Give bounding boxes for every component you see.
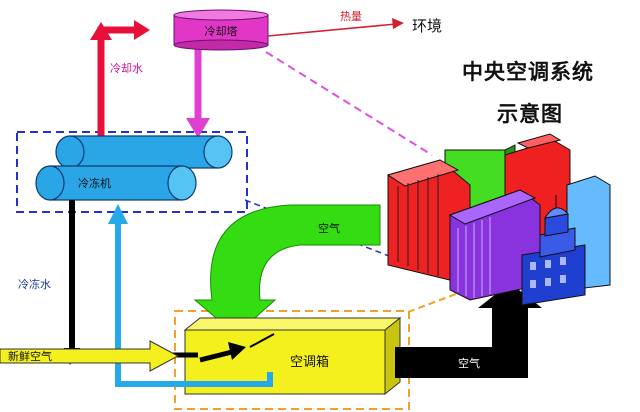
supply-air-arrow: [395, 283, 542, 378]
air-handler-frame: [174, 310, 410, 410]
title-line1: 中央空调系统: [462, 60, 594, 84]
cooling-water-right-arrow: [134, 20, 150, 40]
title-line2: 示意图: [497, 102, 563, 126]
chilled-water-return: [108, 204, 273, 387]
cooling-water-down-arrow: [186, 118, 210, 138]
handler-damper: [249, 333, 275, 348]
heat-arrow-line: [267, 23, 397, 37]
fresh-air-arrow: [0, 340, 180, 372]
cooling-water-loop: [90, 20, 210, 140]
building-cluster: [386, 133, 611, 306]
heat-label: 热量: [340, 10, 362, 23]
fresh-air-label: 新鲜空气: [8, 349, 52, 363]
air-handler-label: 空调箱: [290, 354, 329, 370]
chilled-water-label: 冷冻水: [18, 277, 51, 291]
heat-arrow-head: [392, 18, 404, 29]
supply-air-label: 空气: [458, 356, 480, 370]
tower-to-building-dash: [265, 51, 433, 156]
cooling-water-supply-pipe: [97, 26, 138, 140]
return-air-arrow: [193, 204, 381, 336]
cooling-water-up-arrow: [90, 22, 112, 40]
cooling-tower: [173, 9, 269, 51]
handler-inner-arrowhead: [228, 342, 246, 360]
environment-label: 环境: [412, 17, 442, 35]
handler-inner-arrow: [199, 349, 233, 363]
chiller-unit: [35, 135, 233, 201]
cooling-water-label: 冷却水: [110, 62, 143, 75]
cooling-tower-label: 冷却塔: [205, 25, 238, 38]
chilled-water-supply: [64, 200, 198, 365]
chiller-frame: [16, 131, 248, 213]
return-air-label: 空气: [318, 221, 340, 235]
chiller-label: 冷冻机: [78, 176, 111, 190]
